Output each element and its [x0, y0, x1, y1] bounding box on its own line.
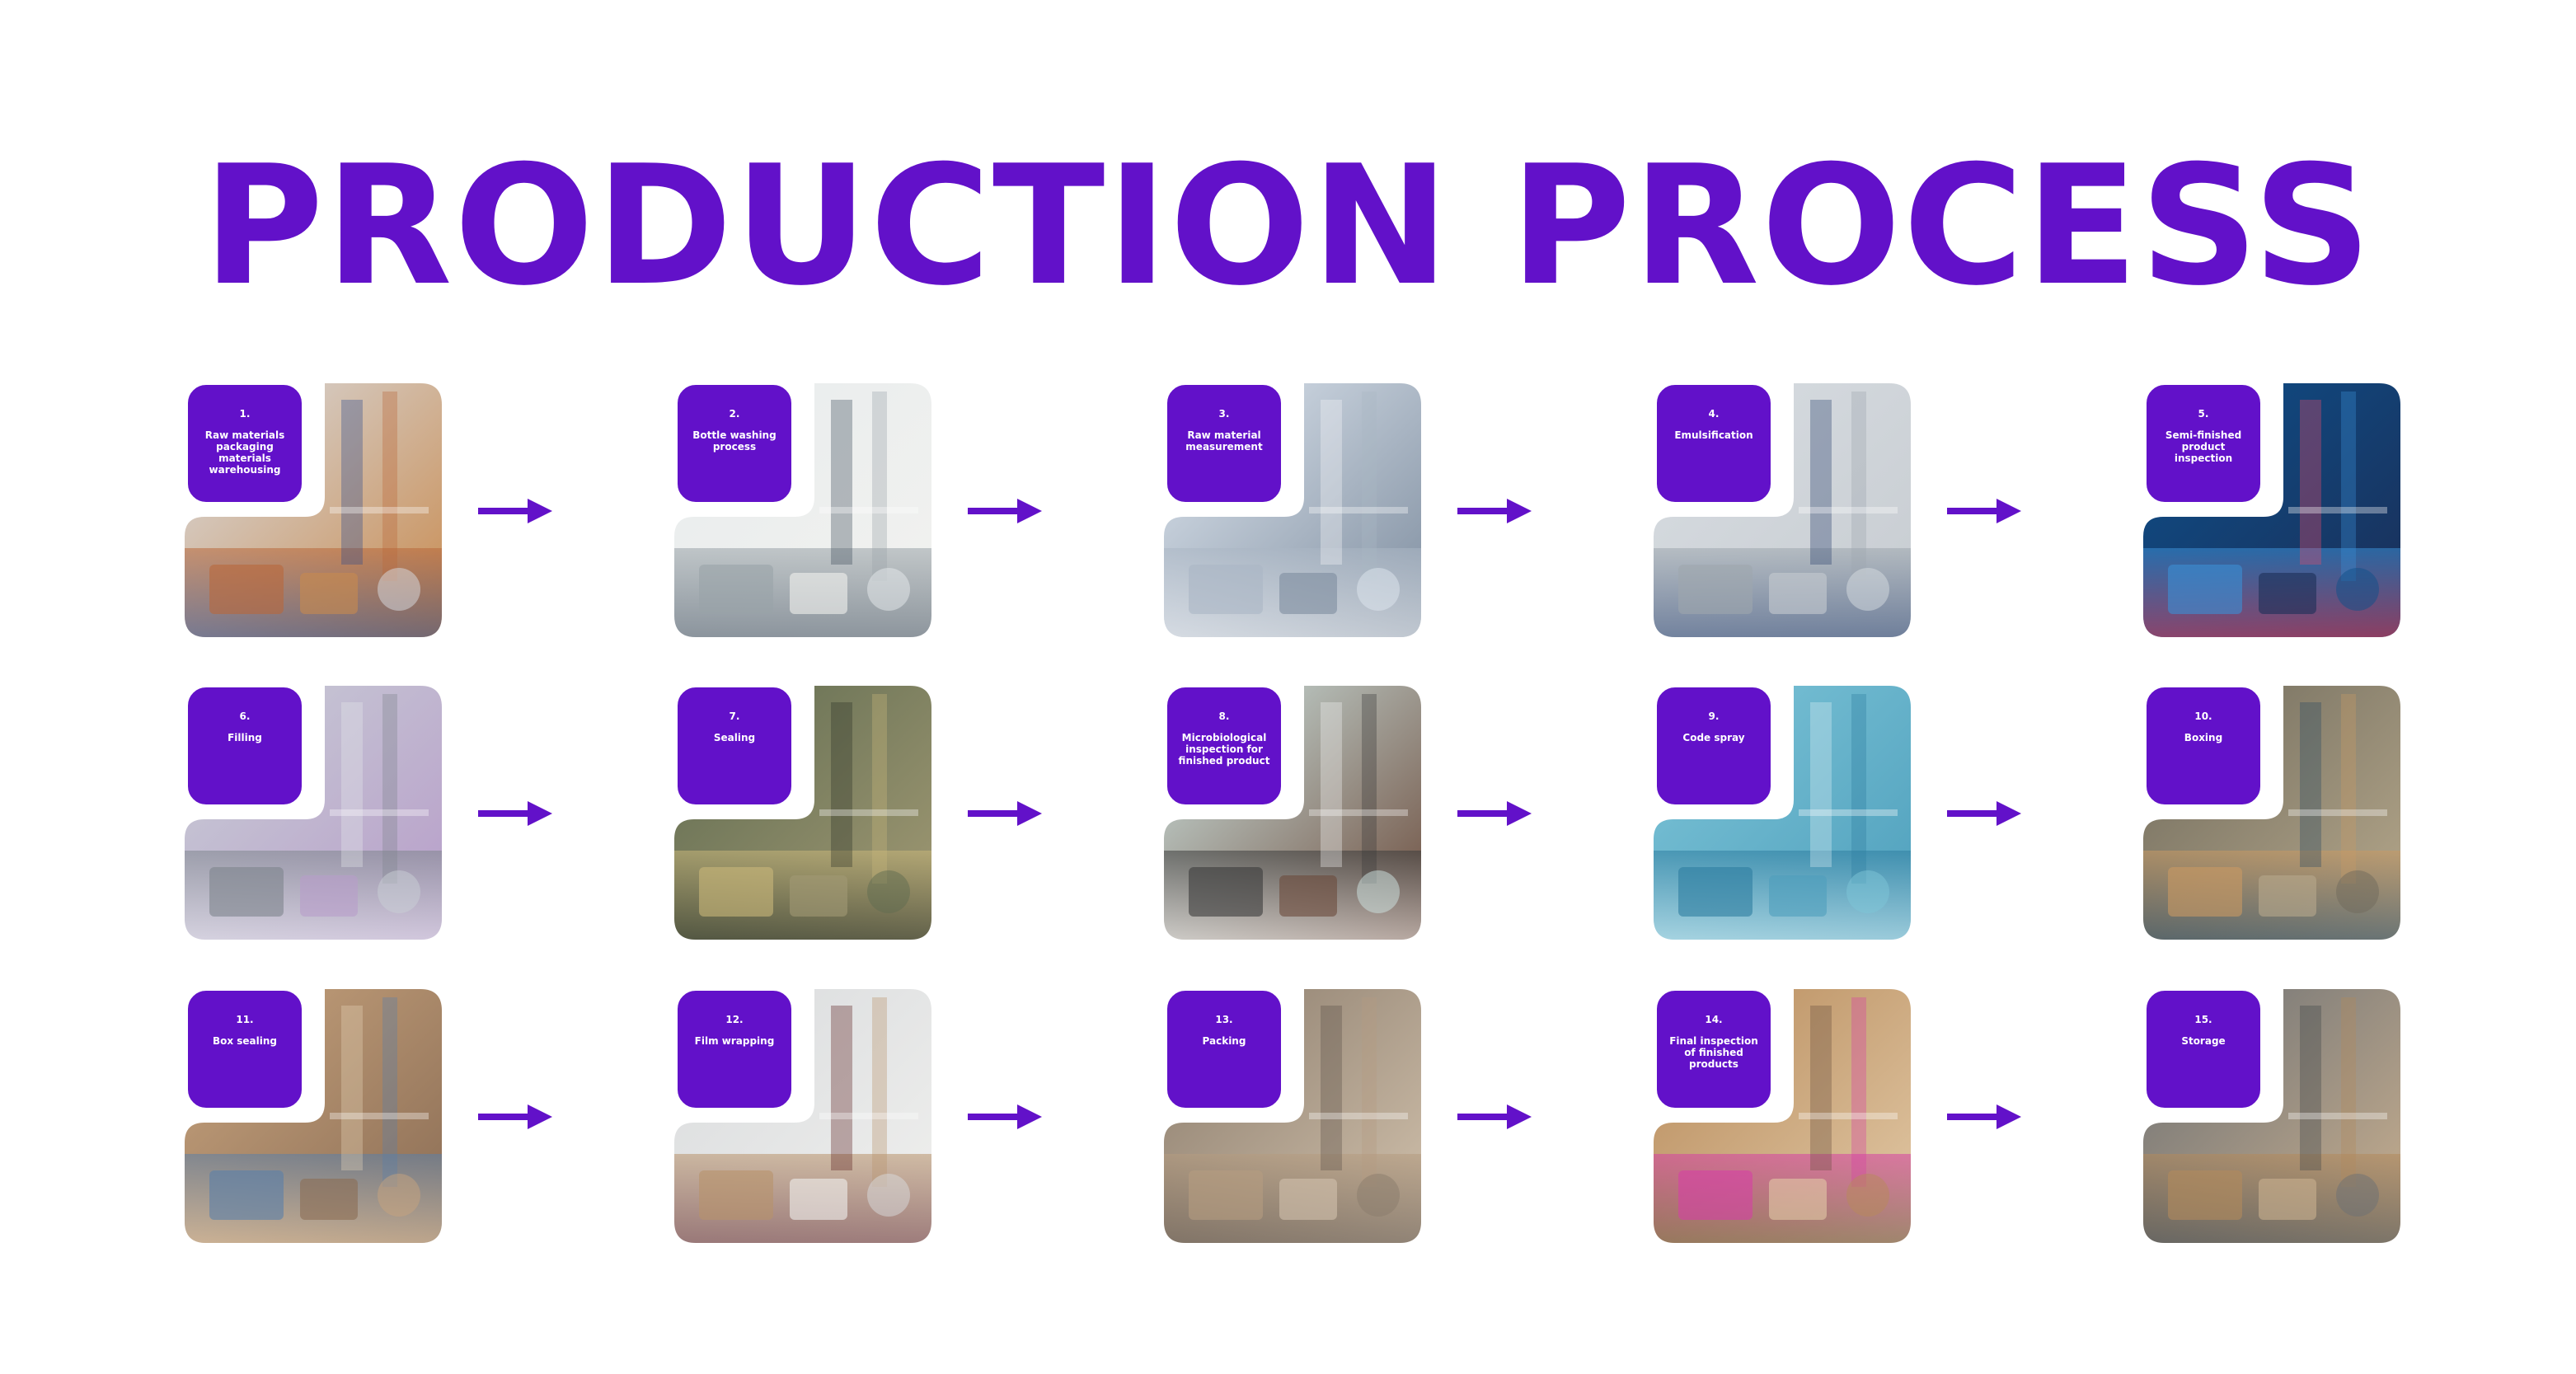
step-label-box: 14. Final inspection of finished products — [1655, 989, 1772, 1109]
step-number: 14. — [1705, 1014, 1723, 1025]
step-label-box: 4. Emulsification — [1655, 383, 1772, 504]
step-label: Code spray — [1682, 732, 1745, 743]
process-step-card: 4. Emulsification — [1654, 383, 1911, 637]
step-number: 11. — [236, 1014, 254, 1025]
step-photo-warehouse-storage-floor — [2143, 989, 2400, 1243]
process-step-card: 14. Final inspection of finished products — [1654, 989, 1911, 1243]
step-number: 3. — [1218, 408, 1230, 420]
process-step-card: 8. Microbiological inspection for finishe… — [1164, 686, 1421, 940]
process-step-card: 3. Raw material measurement — [1164, 383, 1421, 637]
flow-arrow-icon — [478, 1104, 552, 1129]
step-label-box: 12. Film wrapping — [676, 989, 793, 1109]
step-label-box: 6. Filling — [186, 686, 303, 806]
step-number: 9. — [1708, 710, 1720, 722]
step-number: 1. — [239, 408, 251, 420]
process-step-card: 9. Code spray — [1654, 686, 1911, 940]
step-label-box: 13. Packing — [1166, 989, 1283, 1109]
flow-arrow-icon — [478, 801, 552, 826]
process-step-card: 2. Bottle washing process — [674, 383, 931, 637]
step-label-box: 10. Boxing — [2145, 686, 2262, 806]
step-label-box: 7. Sealing — [676, 686, 793, 806]
flow-arrow-icon — [478, 499, 552, 523]
step-number: 10. — [2194, 710, 2212, 722]
step-label: Semi-finished product inspection — [2165, 429, 2242, 464]
flow-arrow-icon — [968, 1104, 1042, 1129]
flow-arrow-icon — [1947, 801, 2021, 826]
step-number: 12. — [725, 1014, 744, 1025]
step-label-box: 5. Semi-finished product inspection — [2145, 383, 2262, 504]
step-label: Film wrapping — [694, 1035, 775, 1047]
step-number: 6. — [239, 710, 251, 722]
step-label: Sealing — [713, 732, 756, 743]
step-label: Raw material measurement — [1185, 429, 1263, 453]
process-step-card: 1. Raw materials packaging materials ware… — [185, 383, 442, 637]
flow-arrow-icon — [968, 801, 1042, 826]
step-photo-sealing-line-bottles — [674, 686, 931, 940]
step-number: 8. — [1218, 710, 1230, 722]
step-label-box: 11. Box sealing — [186, 989, 303, 1109]
step-label: Filling — [228, 732, 262, 743]
step-number: 7. — [729, 710, 740, 722]
step-label-box: 9. Code spray — [1655, 686, 1772, 806]
step-label: Box sealing — [212, 1035, 278, 1047]
step-photo-filling-nozzles-bottles — [185, 686, 442, 940]
flow-arrow-icon — [968, 499, 1042, 523]
flow-arrow-icon — [1457, 801, 1532, 826]
step-label-box: 3. Raw material measurement — [1166, 383, 1283, 504]
step-label: Emulsification — [1674, 429, 1753, 441]
step-number: 15. — [2194, 1014, 2212, 1025]
process-step-card: 10. Boxing — [2143, 686, 2400, 940]
step-label-box: 2. Bottle washing process — [676, 383, 793, 504]
flow-arrow-icon — [1457, 499, 1532, 523]
flow-arrow-icon — [1947, 499, 2021, 523]
process-step-card: 6. Filling — [185, 686, 442, 940]
flow-arrow-icon — [1457, 1104, 1532, 1129]
step-label: Storage — [2181, 1035, 2226, 1047]
step-number: 5. — [2198, 408, 2209, 420]
step-label-box: 1. Raw materials packaging materials ware… — [186, 383, 303, 504]
step-label: Bottle washing process — [692, 429, 777, 453]
process-step-card: 13. Packing — [1164, 989, 1421, 1243]
step-label: Raw materials packaging materials wareho… — [204, 429, 285, 476]
process-step-card: 7. Sealing — [674, 686, 931, 940]
step-label: Boxing — [2184, 732, 2223, 743]
step-label: Microbiological inspection for finished … — [1178, 732, 1270, 767]
process-step-card: 15. Storage — [2143, 989, 2400, 1243]
step-label: Final inspection of finished products — [1669, 1035, 1758, 1070]
step-label-box: 15. Storage — [2145, 989, 2262, 1109]
step-number: 13. — [1215, 1014, 1233, 1025]
step-photo-workers-boxing-line — [2143, 686, 2400, 940]
step-photo-warehouse-shelves-pallet-jack — [185, 383, 442, 637]
process-step-card: 12. Film wrapping — [674, 989, 931, 1243]
step-photo-code-spray-line — [1654, 686, 1911, 940]
page-title: PRODUCTION PROCESS — [203, 130, 2373, 322]
process-step-card: 5. Semi-finished product inspection — [2143, 383, 2400, 637]
step-number: 4. — [1708, 408, 1720, 420]
step-label-box: 8. Microbiological inspection for finishe… — [1166, 686, 1283, 806]
step-number: 2. — [729, 408, 740, 420]
step-label: Packing — [1202, 1035, 1246, 1047]
flow-arrow-icon — [1947, 1104, 2021, 1129]
process-step-card: 11. Box sealing — [185, 989, 442, 1243]
